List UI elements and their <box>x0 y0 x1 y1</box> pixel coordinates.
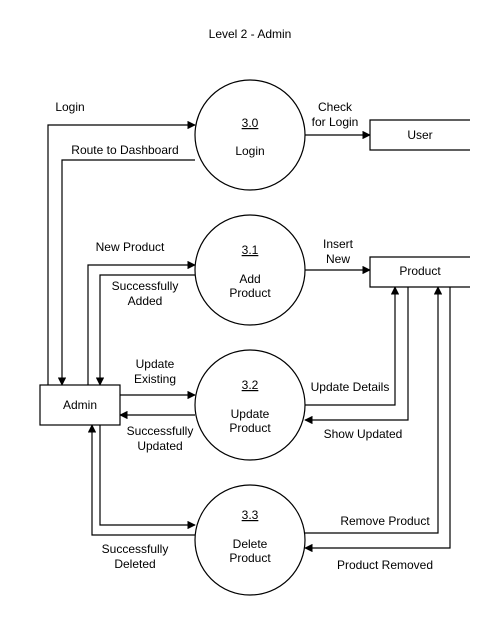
process-circle <box>194 79 306 191</box>
flow-label-insert-line-2: New <box>326 252 350 266</box>
process-number: 3.0 <box>242 116 259 130</box>
entity-user[interactable]: User <box>369 119 470 151</box>
process-circle <box>194 349 306 461</box>
process-circle <box>194 484 306 596</box>
entity-product[interactable]: Product <box>369 256 470 288</box>
flow-label-insert-line-1: Insert <box>323 237 354 251</box>
flow-label-check-line-1: Check <box>318 100 353 114</box>
entity-box <box>369 256 470 288</box>
process-3-3[interactable]: 3.3 Delete Product <box>194 484 306 596</box>
process-3-0[interactable]: 3.0 Login <box>194 79 306 191</box>
flow-delete-line <box>99 425 196 530</box>
flow-label-remove-product: Remove Product <box>340 514 430 528</box>
flow-route-dashboard-line <box>57 159 195 386</box>
entity-box <box>369 119 470 151</box>
process-number: 3.3 <box>242 508 259 522</box>
entity-label: Admin <box>63 398 97 412</box>
flow-label-updated-line-1: Successfully <box>127 424 194 438</box>
entity-box <box>39 384 121 426</box>
flow-label-added-line-2: Added <box>128 294 163 308</box>
flow-remove-product-line <box>305 286 443 534</box>
process-3-2[interactable]: 3.2 Update Product <box>194 349 306 461</box>
process-label: Login <box>235 144 264 158</box>
process-3-1[interactable]: 3.1 Add Product <box>194 214 306 326</box>
process-label-line-2: Product <box>229 421 271 435</box>
flow-login-line <box>47 120 196 385</box>
flow-label-deleted-line-2: Deleted <box>114 557 155 571</box>
process-number: 3.2 <box>242 378 259 392</box>
process-number: 3.1 <box>242 243 259 257</box>
entity-label: Product <box>399 264 441 278</box>
flow-label-check-line-2: for Login <box>312 115 359 129</box>
flow-product-removed-line <box>304 287 451 553</box>
flow-label-product-removed: Product Removed <box>337 558 433 572</box>
entity-admin[interactable]: Admin <box>39 384 121 426</box>
process-label-line-2: Product <box>229 551 271 565</box>
process-label-line-1: Delete <box>233 537 268 551</box>
process-label-line-2: Product <box>229 286 271 300</box>
flow-label-show-updated: Show Updated <box>324 427 403 441</box>
process-label-line-1: Add <box>239 272 260 286</box>
flow-label-added-line-1: Successfully <box>112 279 179 293</box>
flow-label-deleted-line-1: Successfully <box>102 542 169 556</box>
flow-successfully-deleted-line <box>87 424 195 536</box>
flow-show-updated-line <box>304 287 409 425</box>
diagram-title: Level 2 - Admin <box>209 27 292 41</box>
entity-label: User <box>407 128 432 142</box>
flow-label-existing-line-1: Update <box>136 357 175 371</box>
flow-label-existing-line-2: Existing <box>134 372 176 386</box>
flow-label-route-dashboard: Route to Dashboard <box>71 143 178 157</box>
process-label-line-1: Update <box>231 407 270 421</box>
flow-label-login: Login <box>55 100 84 114</box>
flow-new-product-line <box>87 260 196 385</box>
flow-label-new-product: New Product <box>96 240 165 254</box>
flow-label-updated-line-2: Updated <box>137 439 182 453</box>
flow-label-update-details: Update Details <box>311 380 390 394</box>
flow-successfully-added-line <box>95 274 195 386</box>
flow-update-details-line <box>305 286 400 406</box>
process-circle <box>194 214 306 326</box>
